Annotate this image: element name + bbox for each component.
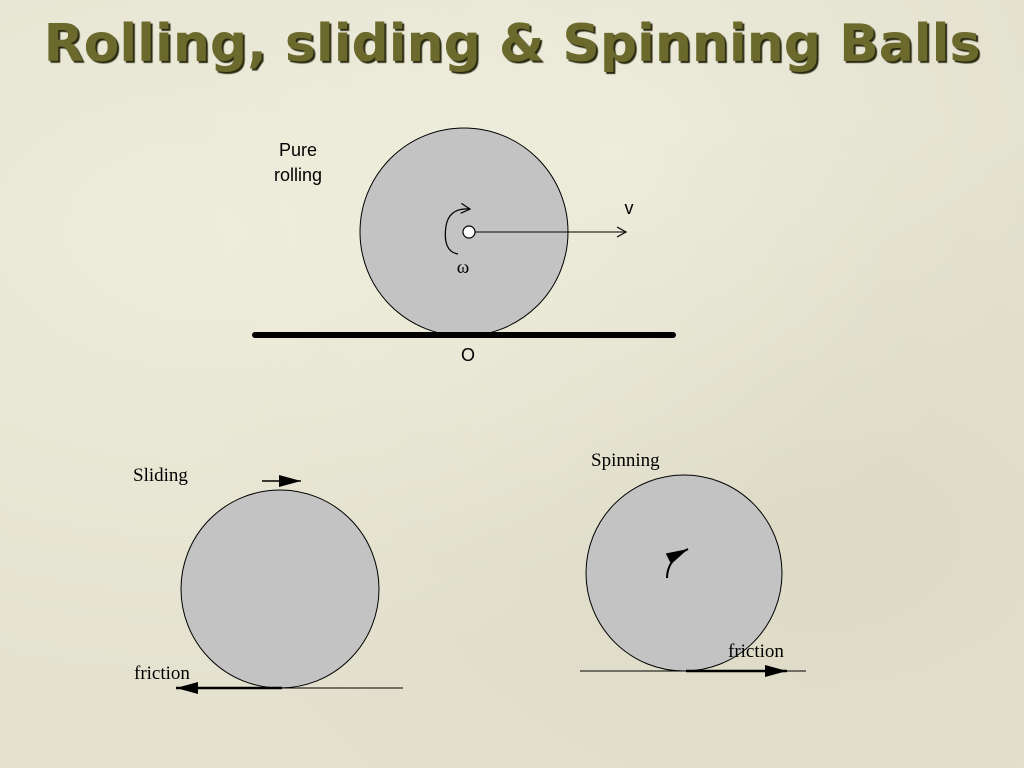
spinning-friction-label: friction [728,641,784,662]
spinning-ball-group: Spinning friction [580,450,806,677]
rolling-center-point [462,225,476,239]
contact-point-label: O [461,345,475,365]
pure-rolling-label-line1: Pure [279,140,317,160]
spinning-rotation-arrow [665,548,689,579]
sliding-friction-label: friction [134,663,190,684]
angular-velocity-label: ω [457,257,470,278]
spinning-label: Spinning [591,450,660,471]
sliding-ball [180,489,380,689]
pure-rolling-label-line2: rolling [274,165,322,185]
angular-velocity-arrow [444,202,472,255]
sliding-ball-group: Sliding friction [133,465,403,694]
sliding-label: Sliding [133,465,188,486]
rolling-ball-group: Pure rolling v ω O [252,127,676,365]
velocity-label: v [625,198,634,218]
slide-title: Rolling, sliding & Spinning Balls [43,14,981,74]
